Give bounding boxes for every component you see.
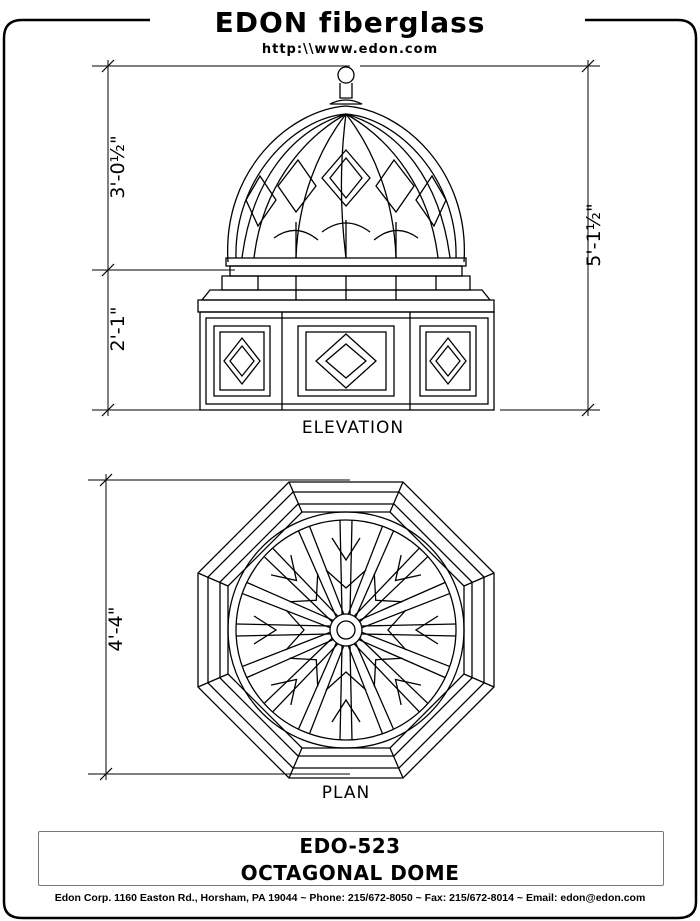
brand-title: EDON fiberglass (214, 6, 486, 39)
contact-footer: Edon Corp. 1160 Easton Rd., Horsham, PA … (54, 892, 646, 904)
elevation-label: ELEVATION (301, 418, 405, 438)
dim-plan-width: 4'-4" (105, 606, 127, 652)
plan-label: PLAN (321, 783, 371, 803)
product-name: OCTAGONAL DOME (240, 861, 460, 885)
website-url: http:\\www.edon.com (261, 42, 439, 57)
title-block (38, 831, 664, 886)
model-number: EDO-523 (299, 834, 401, 858)
